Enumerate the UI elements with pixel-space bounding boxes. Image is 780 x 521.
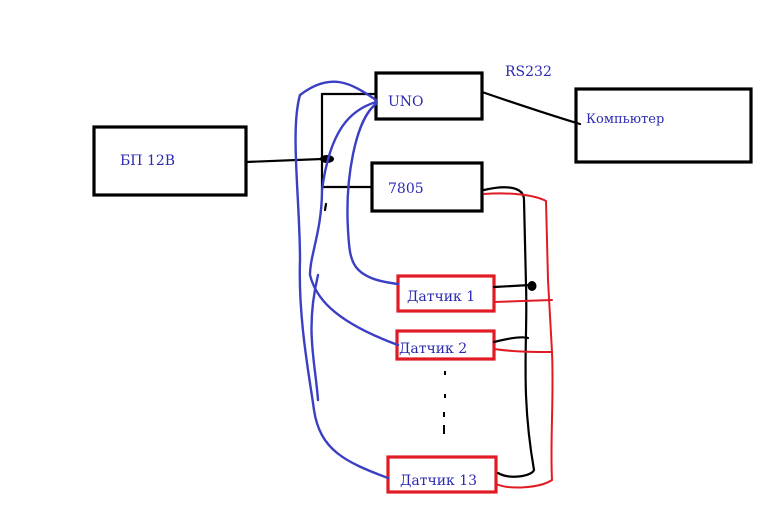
ground-sensor2-wire — [492, 336, 530, 344]
power-5v-wire — [483, 192, 554, 489]
junction-mark — [323, 202, 328, 212]
rs232-label: RS232 — [505, 64, 552, 80]
computer-label: Компьютер — [586, 112, 664, 127]
sensor1-box — [396, 274, 496, 313]
signal-wire-outer — [294, 80, 390, 480]
sensor1-label: Датчик 1 — [407, 289, 475, 305]
signal-wire-inner — [346, 102, 400, 286]
power-sensor1-wire — [493, 299, 553, 303]
uno-label: UNO — [388, 94, 424, 110]
sensor13-box — [386, 455, 498, 494]
sensor13-label: Датчик 13 — [400, 473, 477, 489]
psu-label: БП 12В — [120, 153, 175, 169]
rs232-wire — [480, 90, 582, 126]
ground-sensor1-wire — [492, 283, 532, 289]
signal-wire-middle — [308, 100, 400, 347]
computer-box — [574, 87, 753, 164]
sensor2-label: Датчик 2 — [399, 341, 467, 357]
regulator-label: 7805 — [388, 181, 424, 197]
signal-wire-lower — [310, 273, 320, 402]
ellipsis-dots — [443, 371, 446, 434]
power-sensor2-wire — [493, 348, 553, 353]
uno-box — [374, 71, 484, 121]
ground-wire — [482, 186, 536, 478]
psu-wire — [244, 157, 324, 164]
ground-junction-dot — [527, 281, 537, 291]
